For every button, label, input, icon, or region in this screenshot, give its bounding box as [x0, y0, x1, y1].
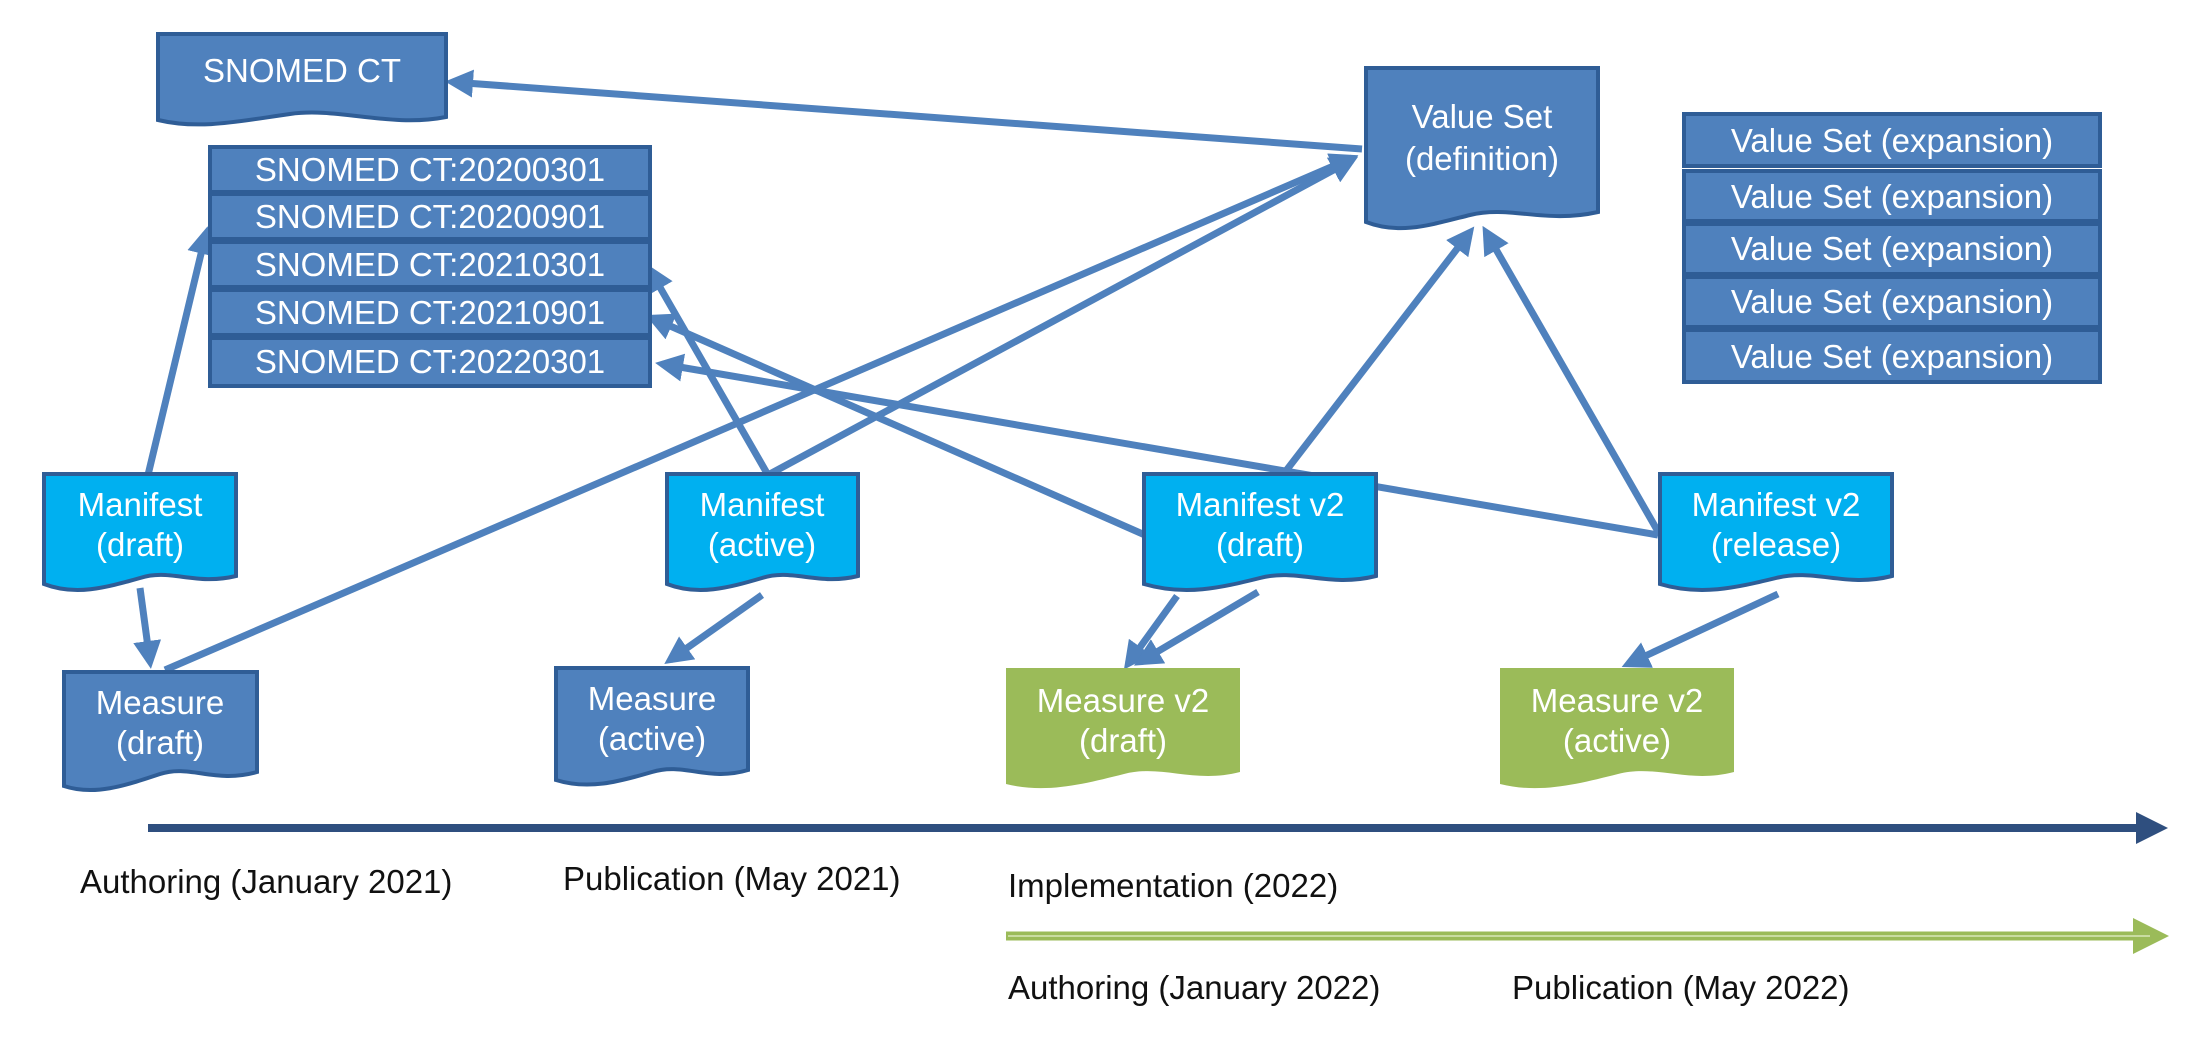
arrow-manifest-active-to-valueset [766, 156, 1359, 479]
measure-v2-active-subtitle: (active) [1563, 722, 1671, 759]
timeline-label-authoring-2022: Authoring (January 2022) [1008, 969, 1380, 1006]
value-set-expansion-label: Value Set (expansion) [1731, 283, 2053, 320]
manifest-v2-release-subtitle: (release) [1711, 526, 1841, 563]
snomed-version-item: SNOMED CT:20210901 [208, 288, 652, 337]
arrow-manifest-v2-release-to-measure-v2-active [1621, 590, 1780, 668]
snomed-version-item: SNOMED CT:20200901 [208, 192, 652, 241]
measure-v2-draft-title: Measure v2 [1037, 682, 1209, 719]
arrow-measure-draft-to-valueset [163, 153, 1359, 674]
value-set-expansion-item: Value Set (expansion) [1682, 222, 2102, 276]
manifest-draft-title: Manifest [78, 486, 203, 523]
value-set-expansion-list: Value Set (expansion) Value Set (expansi… [1682, 112, 2102, 384]
manifest-draft-subtitle: (draft) [96, 526, 184, 563]
value-set-expansion-item: Value Set (expansion) [1682, 169, 2102, 223]
measure-v2-draft: Measure v2 (draft) [1006, 668, 1240, 789]
arrow-manifest-draft-to-snomed-20200901 [144, 226, 215, 476]
value-set-definition-title: Value Set [1412, 98, 1553, 135]
measure-v2-draft-subtitle: (draft) [1079, 722, 1167, 759]
snomed-ct-root: SNOMED CT [156, 32, 448, 127]
value-set-expansion-label: Value Set (expansion) [1731, 178, 2053, 215]
arrow-manifest-active-to-measure-active [664, 592, 765, 665]
manifest-active-title: Manifest [700, 486, 825, 523]
measure-draft-title: Measure [96, 684, 224, 721]
value-set-expansion-item: Value Set (expansion) [1682, 328, 2102, 384]
value-set-expansion-item: Value Set (expansion) [1682, 275, 2102, 329]
value-set-definition-subtitle: (definition) [1405, 140, 1559, 177]
timeline-label-publication-2022: Publication (May 2022) [1512, 969, 1850, 1006]
measure-active: Measure (active) [554, 666, 750, 787]
snomed-version-item: SNOMED CT:20220301 [208, 336, 652, 388]
value-set-expansion-label: Value Set (expansion) [1731, 230, 2053, 267]
snomed-version-label: SNOMED CT:20200301 [255, 151, 605, 188]
measure-active-title: Measure [588, 680, 716, 717]
measure-v2-active-title: Measure v2 [1531, 682, 1703, 719]
measure-v2-active: Measure v2 (active) [1500, 668, 1734, 789]
snomed-version-item: SNOMED CT:20210301 [208, 240, 652, 289]
arrow-manifest-draft-to-measure-draft [133, 587, 162, 669]
value-set-definition: Value Set (definition) [1364, 66, 1600, 231]
snomed-version-label: SNOMED CT:20220301 [255, 343, 605, 380]
snomed-version-label: SNOMED CT:20210901 [255, 294, 605, 331]
snomed-version-list: SNOMED CT:20200301 SNOMED CT:20200901 SN… [208, 145, 652, 388]
value-set-expansion-label: Value Set (expansion) [1731, 338, 2053, 375]
value-set-expansion-label: Value Set (expansion) [1731, 122, 2053, 159]
value-set-expansion-item: Value Set (expansion) [1682, 112, 2102, 168]
arrow-manifest-v2-draft-to-valueset [1279, 226, 1475, 479]
arrow-manifest-v2-release-to-valueset [1482, 225, 1664, 537]
manifest-active: Manifest (active) [665, 472, 860, 592]
snomed-version-label: SNOMED CT:20200901 [255, 198, 605, 235]
measure-draft: Measure (draft) [62, 670, 259, 793]
manifest-v2-draft: Manifest v2 (draft) [1142, 472, 1378, 593]
measure-draft-subtitle: (draft) [116, 724, 204, 761]
timeline-label-publication-2021: Publication (May 2021) [563, 860, 901, 897]
arrow-manifest-v2-release-to-snomed-20220301 [655, 353, 1659, 539]
snomed-ct-label: SNOMED CT [203, 52, 401, 89]
snomed-version-item: SNOMED CT:20200301 [208, 145, 652, 194]
timeline-label-implementation-2022: Implementation (2022) [1008, 867, 1338, 904]
manifest-active-subtitle: (active) [708, 526, 816, 563]
connectors [133, 69, 1780, 674]
arrow-manifest-v2-draft-to-measure-v2-draft-b [1133, 588, 1260, 666]
manifest-v2-release-title: Manifest v2 [1692, 486, 1861, 523]
measure-active-subtitle: (active) [598, 720, 706, 757]
arrow-manifest-v2-draft-to-snomed-20210901 [645, 313, 1147, 539]
manifest-draft: Manifest (draft) [42, 472, 238, 593]
manifest-v2-release: Manifest v2 (release) [1658, 472, 1894, 593]
manifest-v2-draft-title: Manifest v2 [1176, 486, 1345, 523]
arrow-valueset-to-snomed [445, 69, 1363, 153]
snomed-version-label: SNOMED CT:20210301 [255, 246, 605, 283]
manifest-v2-draft-subtitle: (draft) [1216, 526, 1304, 563]
timeline-label-authoring-2021: Authoring (January 2021) [80, 863, 452, 900]
